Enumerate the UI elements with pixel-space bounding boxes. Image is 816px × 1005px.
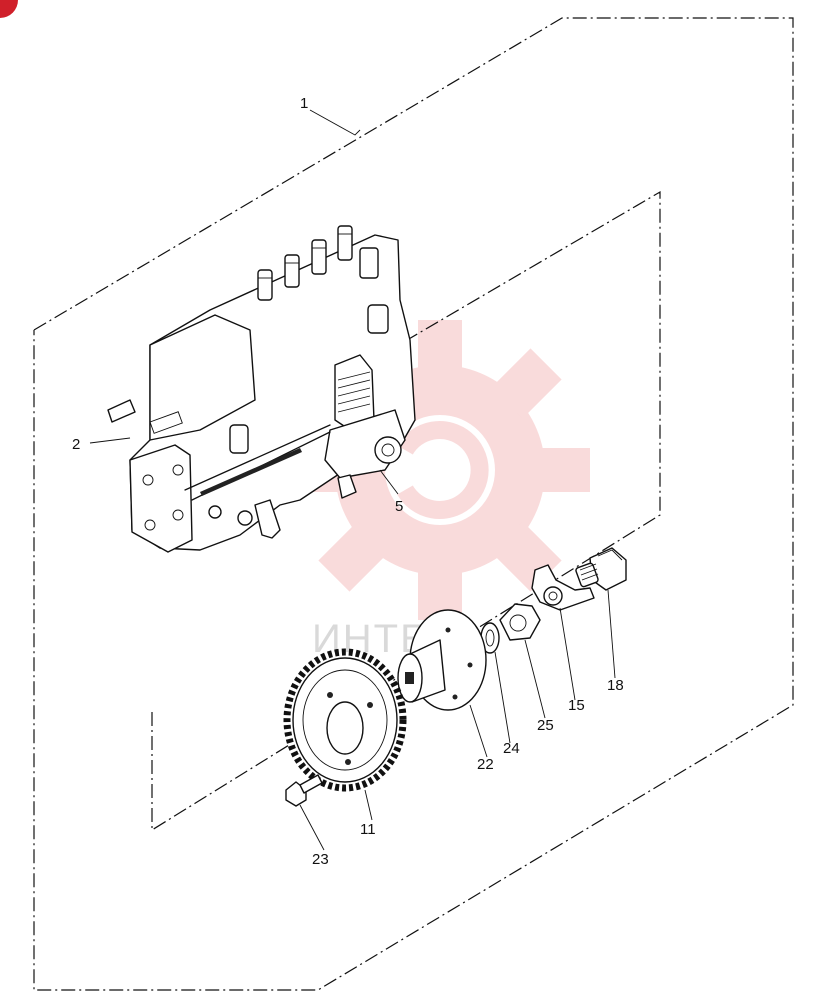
part-25-nut <box>499 603 541 641</box>
part-23-bolt <box>285 774 323 807</box>
part-18-bolt <box>575 547 627 591</box>
callout-1: 1 <box>300 95 308 112</box>
leader-lines <box>89 109 616 851</box>
callout-22: 22 <box>477 756 494 773</box>
outer-frame <box>33 17 794 991</box>
callout-2: 2 <box>72 436 80 453</box>
callout-18: 18 <box>607 677 624 694</box>
injection-pump <box>107 225 416 553</box>
part-15-lockplate <box>531 564 595 611</box>
callout-5: 5 <box>395 498 403 515</box>
inner-frame <box>151 190 661 832</box>
callout-15: 15 <box>568 697 585 714</box>
callout-25: 25 <box>537 717 554 734</box>
callout-11: 11 <box>360 821 376 838</box>
part-11-gear <box>283 648 407 792</box>
callout-23: 23 <box>312 851 329 868</box>
part-22-hub <box>397 609 487 711</box>
corner-badge <box>0 0 18 18</box>
part-24-washer <box>480 622 500 654</box>
callout-24: 24 <box>503 740 520 757</box>
